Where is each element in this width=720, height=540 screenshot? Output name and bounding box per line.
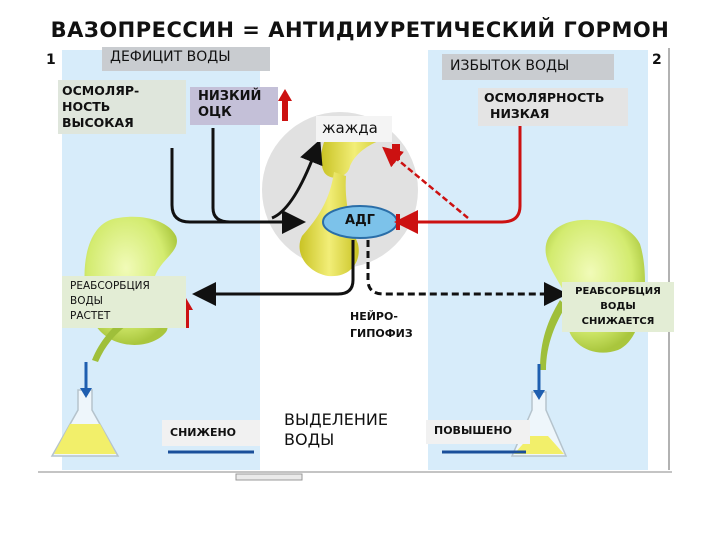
neurohypophysis-line2: ГИПОФИЗ	[350, 327, 413, 340]
arrow-osmolarity-to-adh	[170, 148, 306, 234]
blue-arrow-left-flask-head	[80, 388, 92, 398]
up-arrow-icon	[278, 89, 292, 121]
right-reabsorption-line1: РЕАБСОРБЦИЯ	[575, 286, 661, 297]
neurohypophysis-label: НЕЙРО- ГИПОФИЗ	[350, 308, 440, 342]
left-header: ДЕФИЦИТ ВОДЫ	[102, 47, 270, 71]
left-osmolarity-box: ОСМОЛЯР- НОСТЬ ВЫСОКАЯ	[58, 80, 186, 134]
right-osmolarity-line1: ОСМОЛЯРНОСТЬ	[484, 90, 605, 105]
low-bcv-line1: НИЗКИЙ	[198, 89, 262, 104]
red-block-marker	[392, 144, 400, 160]
left-output-label: СНИЖЕНО	[162, 420, 260, 446]
arrow-bcv-to-adh	[211, 128, 231, 224]
left-flask-icon	[50, 389, 120, 457]
right-output-label: ПОВЫШЕНО	[426, 420, 530, 444]
page-title: ВАЗОПРЕССИН = АНТИДИУРЕТИЧЕСКИЙ ГОРМОН	[50, 18, 670, 42]
right-header: ИЗБЫТОК ВОДЫ	[442, 54, 614, 80]
low-bcv-box: НИЗКИЙ ОЦК	[190, 87, 278, 125]
arrow-inputs-to-thirst	[271, 139, 323, 220]
left-osmolarity-line3: ВЫСОКАЯ	[62, 115, 134, 130]
right-osmolarity-line2: НИЗКАЯ	[490, 106, 550, 121]
left-reabsorption-line3: РАСТЕТ	[70, 310, 111, 322]
blue-arrow-right-flask-head	[533, 390, 545, 400]
low-bcv-line2: ОЦК	[198, 105, 232, 120]
left-reabsorption-line1: РЕАБСОРБЦИЯ	[70, 280, 150, 292]
left-osmolarity-line1: ОСМОЛЯР-	[62, 83, 140, 98]
right-reabsorption-box: РЕАБСОРБЦИЯ ВОДЫ СНИЖАЕТСЯ	[562, 282, 674, 332]
red-block-marker-adh	[396, 214, 400, 230]
water-excretion-line2: ВОДЫ	[284, 430, 335, 449]
bottom-small-box	[235, 473, 303, 481]
adh-label: АДГ	[345, 213, 375, 228]
water-excretion-label: ВЫДЕЛЕНИЕ ВОДЫ	[284, 410, 414, 450]
left-reabsorption-line2: ВОДЫ	[70, 295, 103, 307]
water-excretion-line1: ВЫДЕЛЕНИЕ	[284, 410, 388, 429]
left-osmolarity-line2: НОСТЬ	[62, 99, 111, 114]
arrow-adh-to-right-kidney	[366, 240, 568, 306]
right-osmolarity-box: ОСМОЛЯРНОСТЬ НИЗКАЯ	[478, 88, 628, 126]
right-reabsorption-line2: ВОДЫ	[600, 301, 636, 312]
arrow-low-osmolarity-to-adh	[394, 126, 522, 234]
neurohypophysis-line1: НЕЙРО-	[350, 310, 398, 323]
left-reabsorption-box: РЕАБСОРБЦИЯ ВОДЫ РАСТЕТ	[62, 276, 186, 328]
arrow-adh-to-left-kidney	[192, 240, 355, 306]
right-reabsorption-line3: СНИЖАЕТСЯ	[581, 316, 655, 327]
panel-number-right: 2	[652, 52, 662, 68]
panel-number-left: 1	[46, 52, 56, 68]
thirst-label: жажда	[316, 116, 392, 142]
